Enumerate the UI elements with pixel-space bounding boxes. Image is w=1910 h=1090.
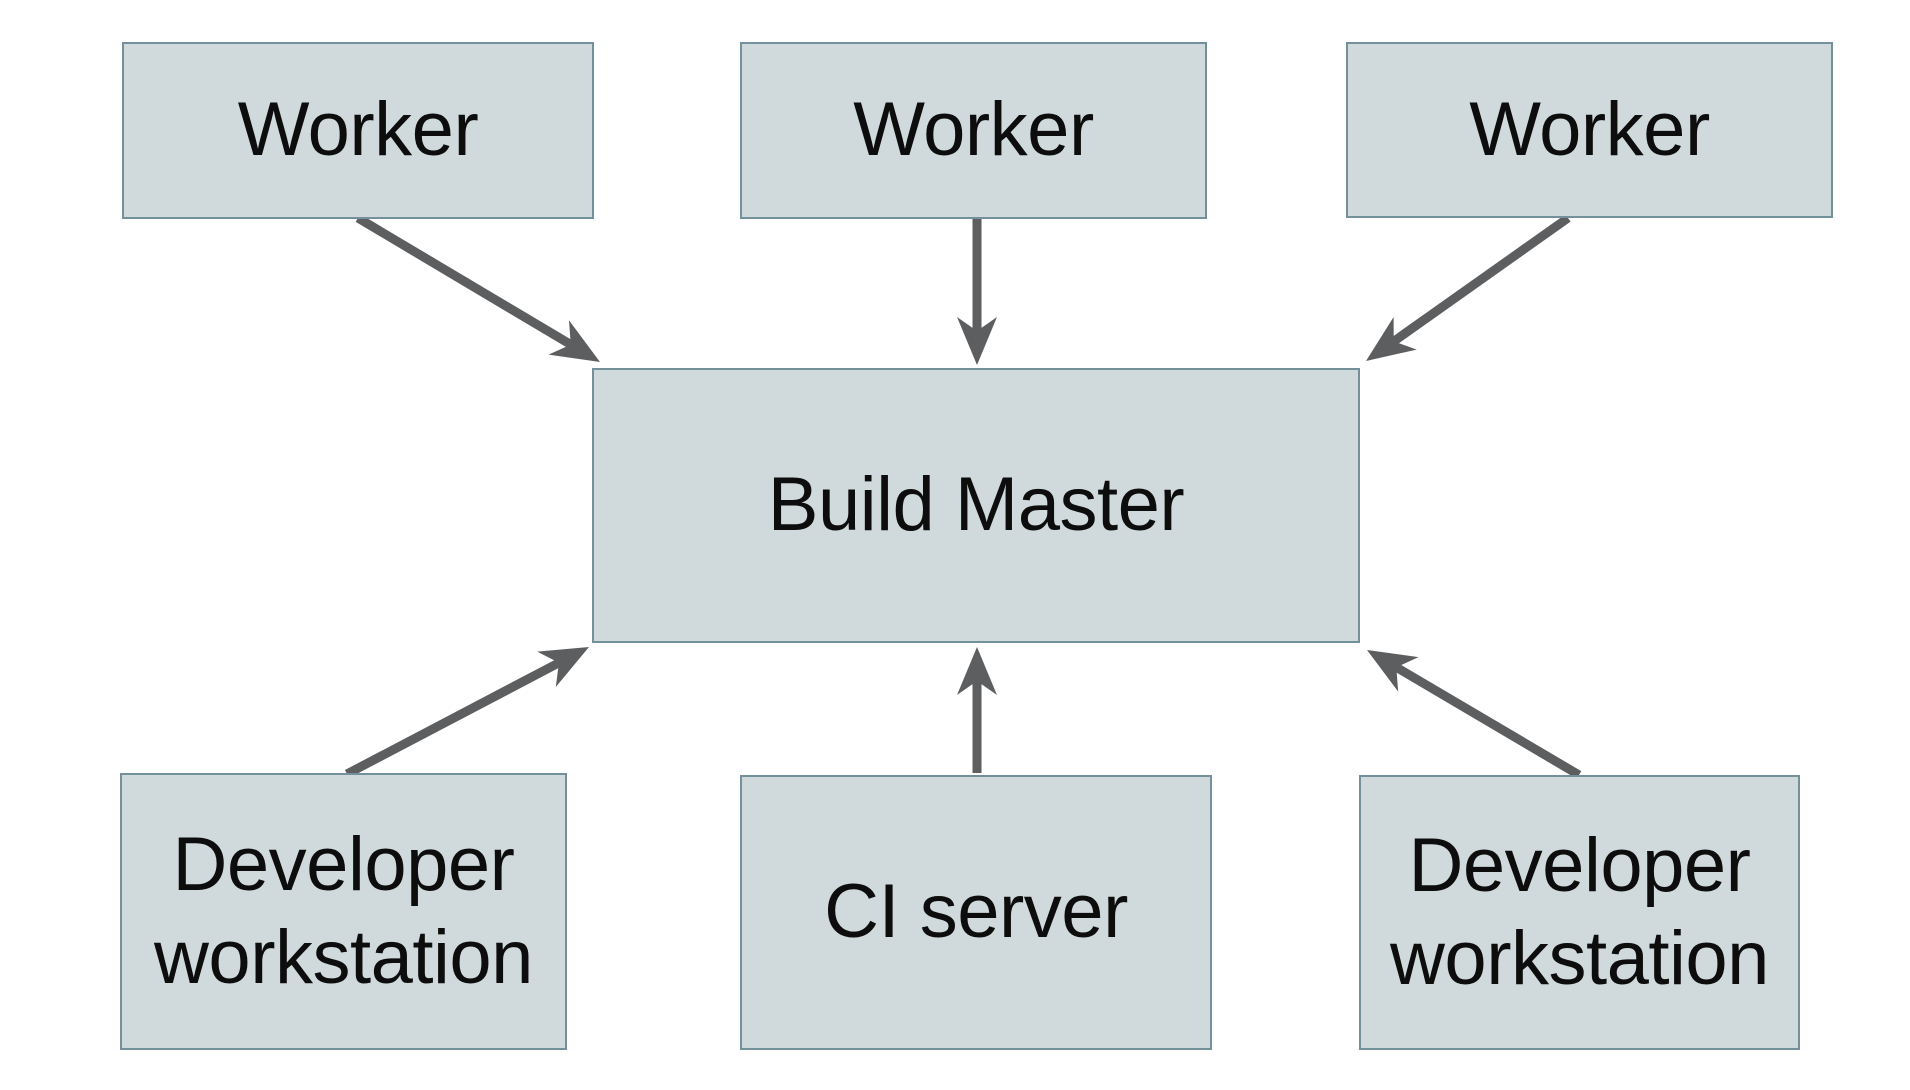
- arrowhead-worker-1-to-build-master: [548, 320, 600, 362]
- node-label-developer-workstation-left: Developer workstation: [154, 821, 533, 1000]
- node-label-ci-server: CI server: [824, 869, 1128, 955]
- arrowhead-developer-workstation-right-to-build-master: [1367, 650, 1419, 692]
- arrow-worker-3-to-build-master: [1366, 214, 1571, 361]
- arrowhead-worker-2-to-build-master: [957, 317, 997, 365]
- arrow-developer-workstation-left-to-build-master: [344, 647, 589, 778]
- node-label-worker-1: Worker: [237, 87, 479, 173]
- node-label-developer-workstation-right: Developer workstation: [1390, 822, 1769, 1001]
- node-label-build-master: Build Master: [767, 462, 1185, 548]
- node-label-worker-2: Worker: [853, 87, 1094, 173]
- arrow-worker-1-to-build-master: [355, 214, 600, 362]
- arrowhead-developer-workstation-left-to-build-master: [537, 647, 589, 688]
- node-developer-workstation-right: Developer workstation: [1359, 775, 1800, 1050]
- node-ci-server: CI server: [740, 775, 1212, 1050]
- node-worker-1: Worker: [122, 42, 594, 219]
- arrowhead-worker-3-to-build-master: [1366, 316, 1417, 361]
- node-worker-3: Worker: [1346, 42, 1833, 218]
- node-build-master: Build Master: [592, 368, 1360, 643]
- arrow-worker-2-to-build-master: [957, 219, 997, 365]
- arrowhead-ci-server-to-build-master: [957, 647, 997, 695]
- arrow-ci-server-to-build-master: [957, 647, 997, 773]
- node-label-worker-3: Worker: [1469, 86, 1710, 172]
- arrow-developer-workstation-right-to-build-master: [1367, 650, 1582, 779]
- node-worker-2: Worker: [740, 42, 1207, 219]
- node-developer-workstation-left: Developer workstation: [120, 773, 567, 1050]
